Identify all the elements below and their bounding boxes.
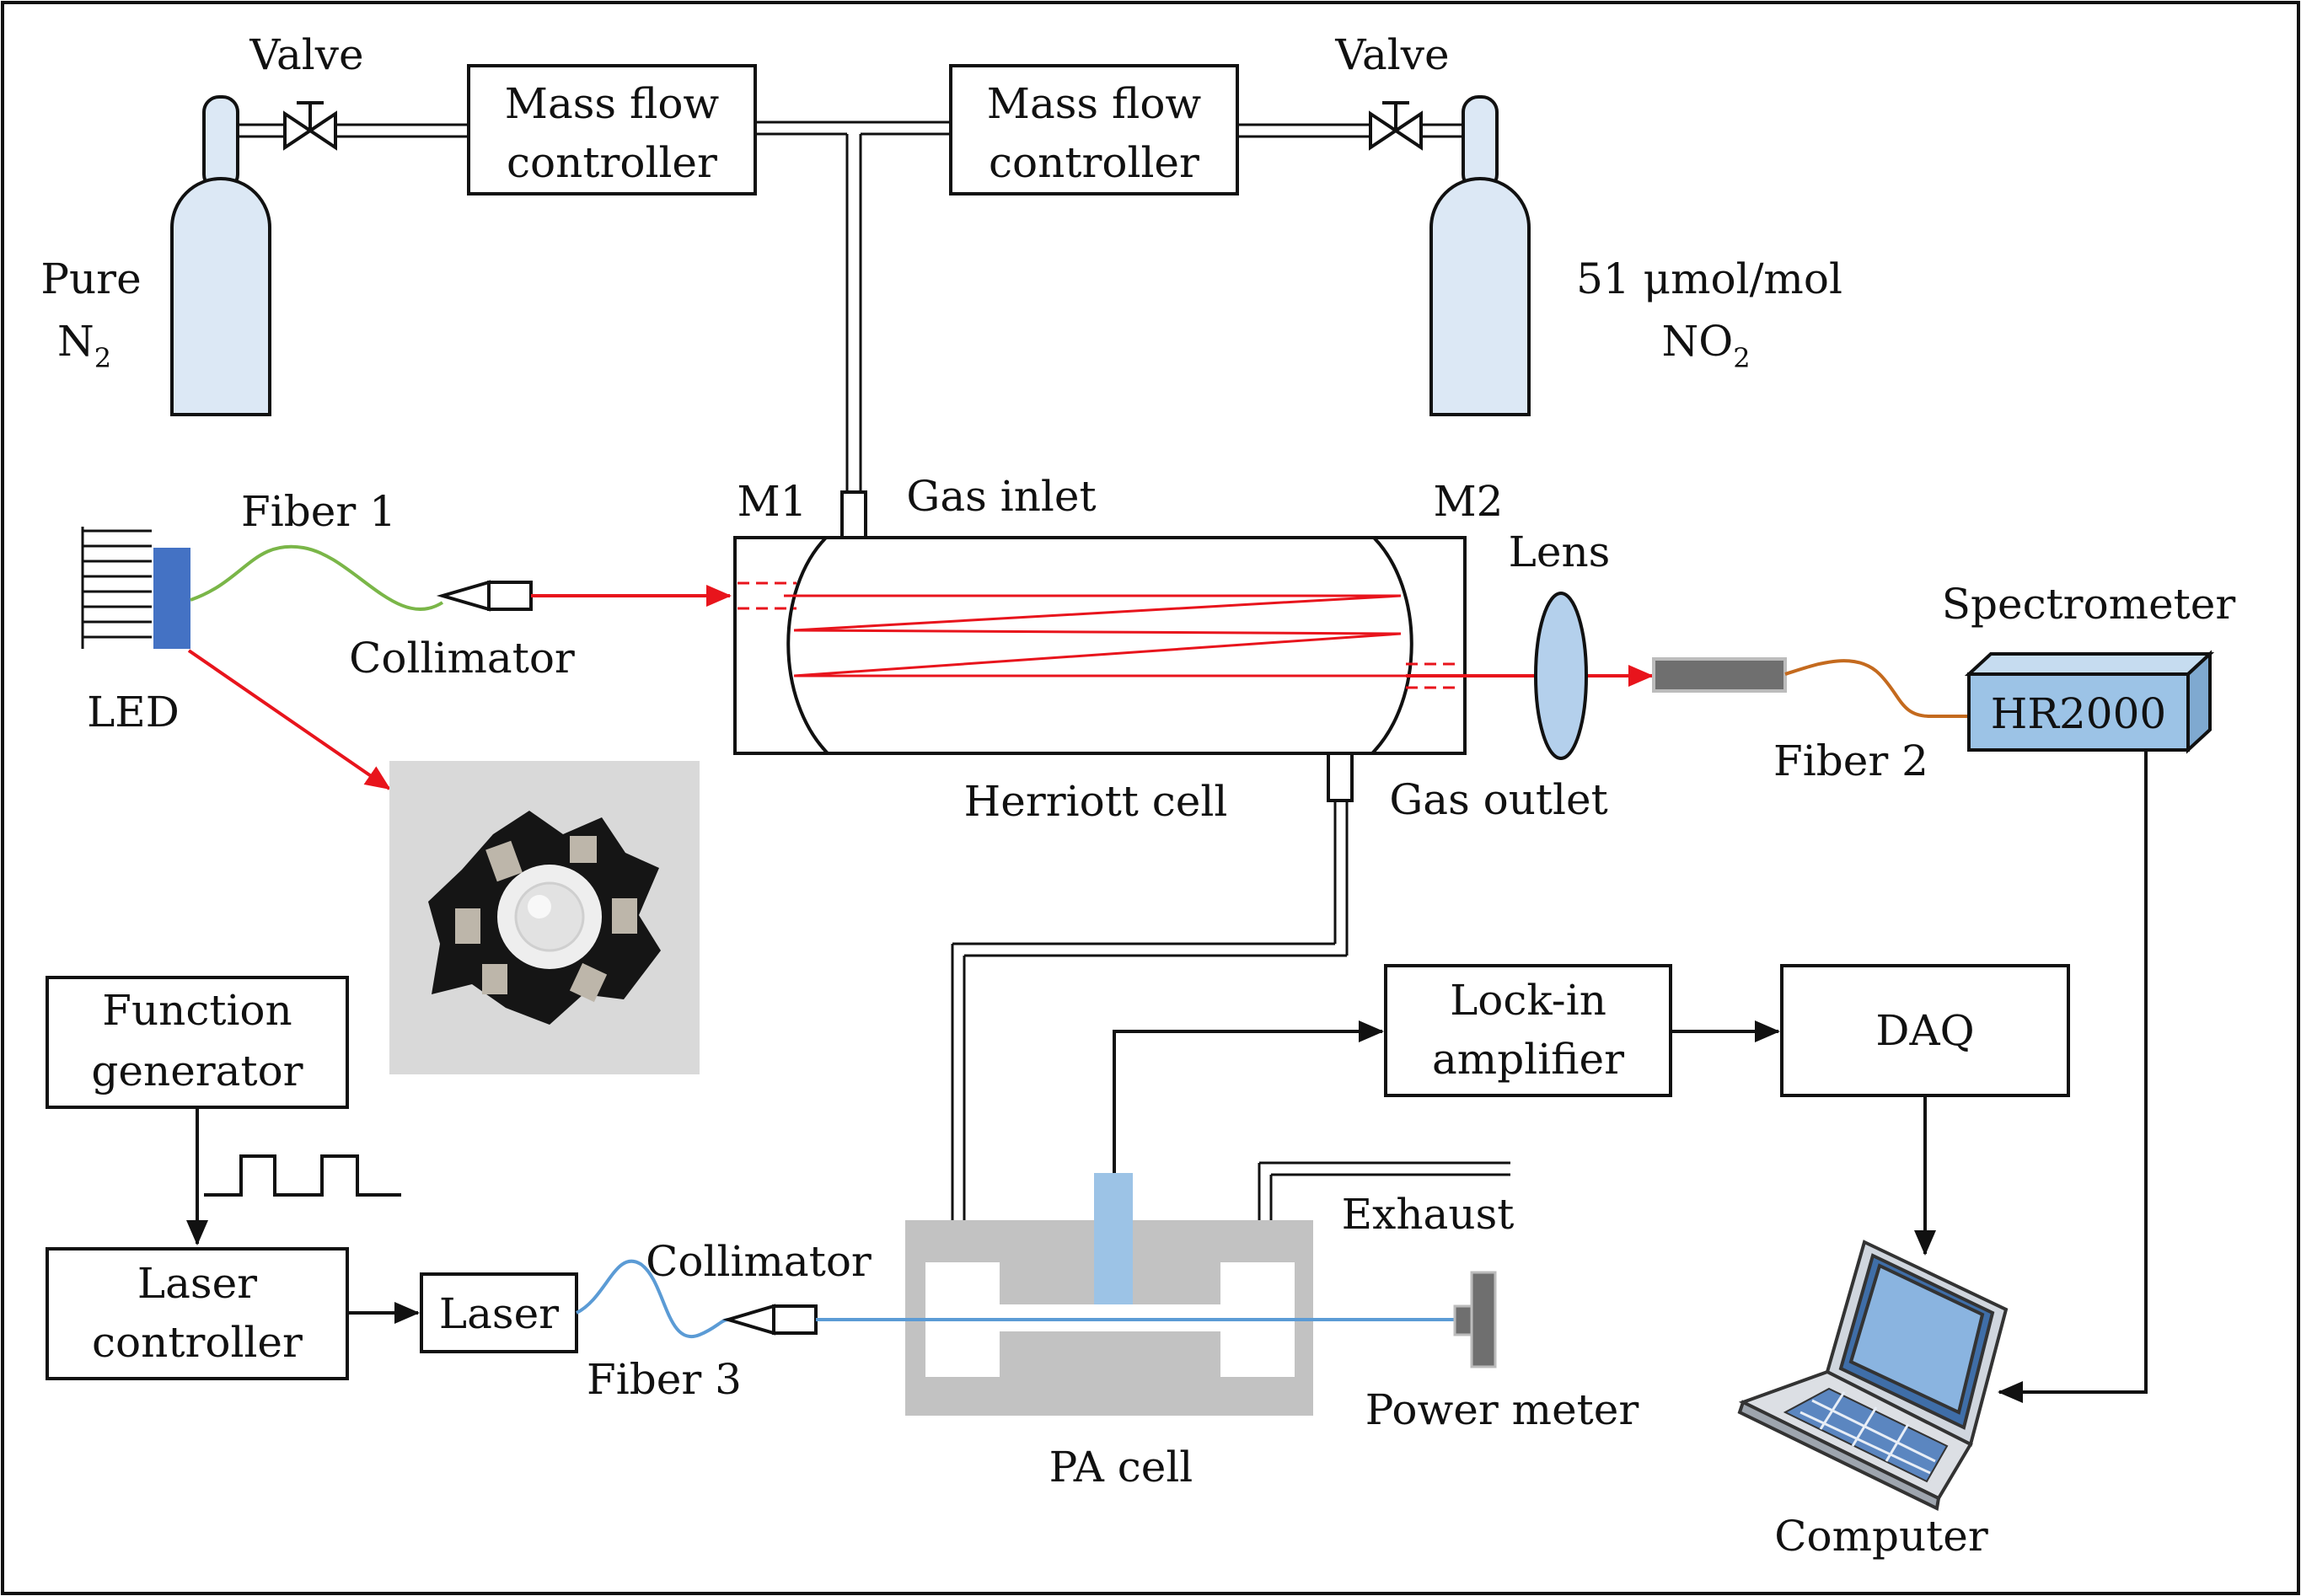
laser-controller: Laser controller — [46, 1247, 349, 1380]
no2-formula: NO — [1661, 317, 1733, 366]
gas-cylinder-n2-icon — [170, 95, 271, 416]
mfc-right-label-line1: Mass flow — [987, 79, 1202, 128]
laser-controller-label-line2: controller — [92, 1318, 303, 1367]
mfc-right-label-line2: controller — [989, 138, 1199, 187]
mirror-m2 — [1370, 536, 1413, 755]
power-meter-icon — [1453, 1271, 1497, 1368]
mfc-left-label-line1: Mass flow — [505, 79, 720, 128]
collimator-top-icon — [436, 580, 533, 612]
pure-n2-formula: N — [57, 317, 94, 366]
collimator-bottom-label: Collimator — [646, 1237, 872, 1286]
exhaust-label: Exhaust — [1342, 1190, 1515, 1239]
laser-box: Laser — [420, 1272, 578, 1353]
led-emitter — [153, 548, 190, 649]
herriott-beam-path — [738, 581, 1462, 689]
valve-left-label: Valve — [249, 30, 363, 79]
fiber-3-label: Fiber 3 — [587, 1355, 742, 1404]
mass-flow-controller-right: Mass flow controller — [949, 64, 1239, 195]
gas-outlet-label: Gas outlet — [1389, 775, 1607, 824]
lens-icon — [1534, 592, 1588, 760]
herriott-cell-label: Herriott cell — [964, 777, 1228, 826]
no2-concentration-label: 51 μmol/mol — [1576, 254, 1842, 303]
gas-inlet-label: Gas inlet — [906, 472, 1096, 521]
pa-cell — [905, 1173, 1313, 1416]
laser-label: Laser — [439, 1289, 559, 1338]
computer-label: Computer — [1774, 1512, 1988, 1561]
gas-line-lower — [951, 801, 1510, 1220]
function-generator: Function generator — [46, 976, 349, 1109]
fiber-2-cable — [1784, 659, 1972, 718]
led-photo-pointer — [187, 649, 391, 790]
gas-inlet-port — [840, 490, 867, 539]
square-wave-icon — [204, 1154, 401, 1197]
led-label: LED — [87, 688, 180, 736]
lockin-label-line2: amplifier — [1432, 1035, 1624, 1084]
gas-cylinder-no2-icon — [1429, 95, 1531, 416]
spectrometer-to-computer-line — [1998, 750, 2148, 1403]
gas-outlet-port — [1327, 752, 1354, 802]
pure-n2-label-line1: Pure — [40, 254, 141, 303]
fiber-3-cable — [576, 1259, 729, 1339]
function-generator-label-line1: Function — [102, 986, 292, 1035]
no2-label-line2: NO2 — [1661, 317, 1750, 374]
pa-cell-label: PA cell — [1049, 1443, 1193, 1492]
gas-line-upper — [238, 121, 1463, 492]
led-heatsink-icon — [81, 527, 190, 649]
valve-right-label: Valve — [1334, 30, 1449, 79]
fiber-1-label: Fiber 1 — [241, 487, 396, 536]
led-photo-image — [389, 761, 700, 1074]
laptop-icon — [1737, 1240, 2009, 1511]
power-meter-label: Power meter — [1365, 1385, 1639, 1434]
m2-label: M2 — [1433, 477, 1503, 526]
valve-right-icon — [1369, 101, 1423, 151]
pure-n2-label-line2: N2 — [57, 317, 111, 374]
collimator-top-label: Collimator — [349, 634, 575, 683]
mirror-m1 — [786, 536, 829, 755]
laser-controller-label-line1: Laser — [137, 1259, 257, 1308]
m1-label: M1 — [737, 477, 807, 526]
fiber-2-label: Fiber 2 — [1773, 736, 1928, 785]
collimator-bottom-icon — [721, 1304, 818, 1336]
microphone-icon — [1094, 1173, 1133, 1304]
herriott-cell — [733, 490, 1467, 802]
mic-to-lockin-line — [1113, 1020, 1384, 1173]
spectrometer-box-icon: HR2000 — [1964, 650, 2215, 754]
valve-left-icon — [283, 101, 337, 151]
fiber-2-connector — [1652, 657, 1787, 693]
no2-subscript: 2 — [1733, 342, 1750, 374]
hr2000-label: HR2000 — [1991, 689, 2167, 738]
pure-n2-subscript: 2 — [94, 342, 111, 374]
lockin-label-line1: Lock-in — [1450, 976, 1606, 1025]
fiber-1-cable — [190, 544, 444, 611]
mfc-left-label-line2: controller — [507, 138, 717, 187]
daq-box: DAQ — [1780, 964, 2070, 1097]
mass-flow-controller-left: Mass flow controller — [467, 64, 757, 195]
function-generator-label-line2: generator — [91, 1047, 303, 1095]
lens-label: Lens — [1509, 528, 1611, 576]
lock-in-amplifier: Lock-in amplifier — [1384, 964, 1672, 1097]
daq-label: DAQ — [1875, 1006, 1974, 1055]
spectrometer-label: Spectrometer — [1942, 580, 2236, 629]
